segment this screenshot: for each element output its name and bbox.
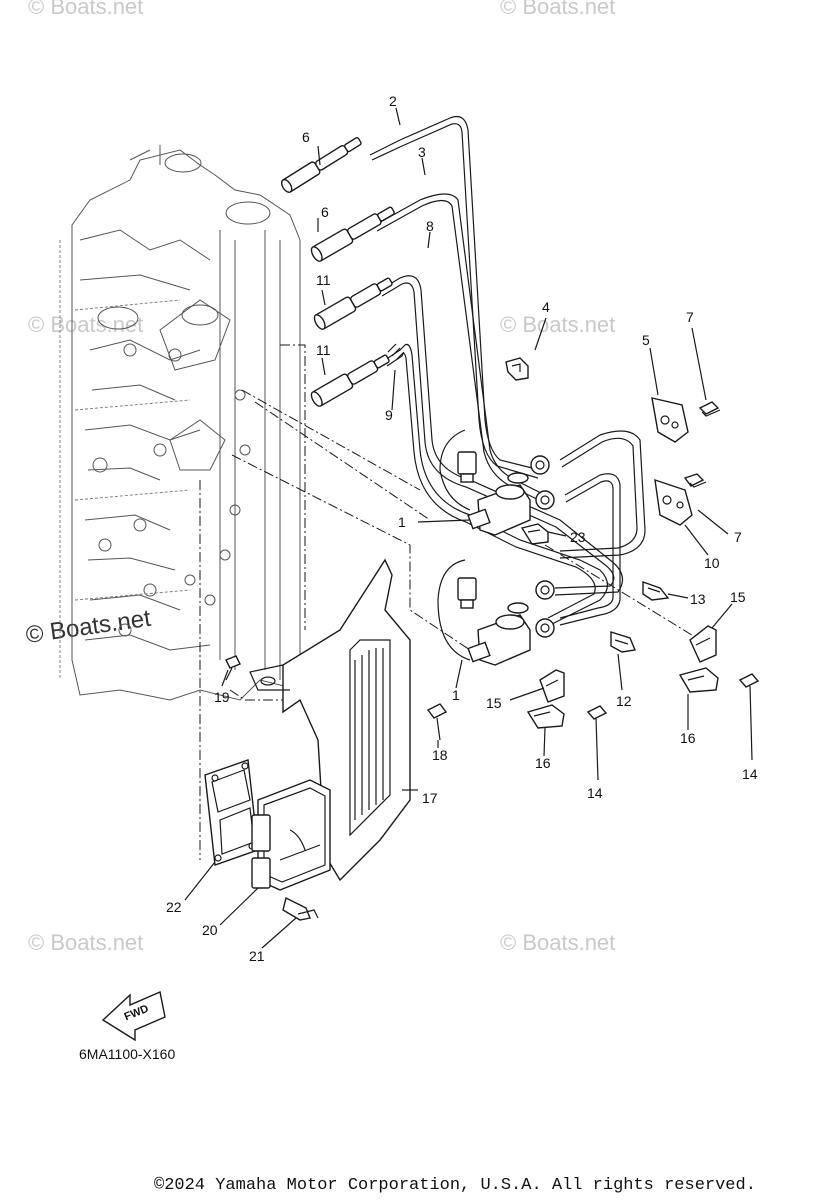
holder-23 bbox=[520, 523, 549, 545]
ecm-bracket-17 bbox=[249, 558, 411, 882]
callout-6: 6 bbox=[321, 204, 329, 220]
callout-18: 18 bbox=[432, 747, 448, 763]
callout-15: 15 bbox=[486, 695, 502, 711]
bracket-10 bbox=[654, 478, 693, 526]
watermark: © Boats.net bbox=[500, 312, 616, 337]
screw-14-left bbox=[586, 705, 608, 781]
callout-10: 10 bbox=[704, 555, 720, 571]
watermark: © Boats.net bbox=[28, 312, 144, 337]
callout-1: 1 bbox=[398, 514, 406, 530]
holder-15-right bbox=[689, 625, 717, 663]
callout-16: 16 bbox=[535, 755, 551, 771]
screw-18 bbox=[426, 703, 448, 741]
callout-8: 8 bbox=[426, 218, 434, 234]
bracket-5 bbox=[651, 397, 689, 443]
callout-11: 11 bbox=[316, 342, 331, 358]
watermark: © Boats.net bbox=[500, 930, 616, 955]
high-tension-cord-9 bbox=[384, 343, 609, 626]
callout-5: 5 bbox=[642, 332, 650, 348]
callout-6: 6 bbox=[302, 129, 310, 145]
callout-2: 2 bbox=[389, 93, 397, 109]
watermark: © Boats.net bbox=[500, 0, 616, 19]
holder-4 bbox=[505, 357, 529, 381]
bolt-21 bbox=[282, 896, 319, 921]
holder-15-left bbox=[539, 669, 565, 703]
plug-cap-11-lower bbox=[310, 354, 390, 407]
callout-23: 23 bbox=[570, 529, 586, 545]
copyright-notice: ©2024 Yamaha Motor Corporation, U.S.A. A… bbox=[154, 1176, 756, 1195]
callout-20: 20 bbox=[202, 922, 218, 938]
clamp-13 bbox=[642, 581, 670, 601]
callout-19: 19 bbox=[214, 689, 230, 705]
fwd-arrow-icon bbox=[101, 991, 166, 1042]
callout-17: 17 bbox=[422, 790, 438, 806]
high-tension-cord-2 bbox=[369, 115, 541, 479]
callout-7: 7 bbox=[686, 309, 694, 325]
ignition-coil-lower bbox=[437, 559, 555, 666]
callout-14: 14 bbox=[742, 766, 758, 782]
bolt-7-upper bbox=[698, 401, 721, 417]
ignition-coil-upper bbox=[439, 429, 555, 536]
watermark: © Boats.net bbox=[28, 930, 144, 955]
plug-cap-6-upper bbox=[280, 137, 362, 193]
callout-1: 1 bbox=[452, 687, 460, 703]
callout-15: 15 bbox=[730, 589, 746, 605]
holder-16-left bbox=[526, 704, 565, 729]
plug-cap-11-upper bbox=[313, 277, 393, 330]
screw-19 bbox=[225, 655, 241, 681]
callout-11: 11 bbox=[316, 272, 331, 288]
callout-3: 3 bbox=[418, 144, 426, 160]
callout-14: 14 bbox=[587, 785, 603, 801]
diagram-code: 6MA1100-X160 bbox=[79, 1046, 176, 1062]
ecm-20 bbox=[251, 779, 331, 891]
gasket-22 bbox=[204, 759, 259, 866]
clamp-12 bbox=[610, 631, 636, 653]
screw-14-right bbox=[738, 673, 760, 761]
callout-leaders bbox=[184, 107, 733, 949]
watermark: © Boats.net bbox=[28, 0, 144, 19]
callout-16: 16 bbox=[680, 730, 696, 746]
callout-12: 12 bbox=[616, 693, 632, 709]
callout-13: 13 bbox=[690, 591, 706, 607]
high-tension-cord-3 bbox=[374, 193, 546, 503]
high-tension-cord-8 bbox=[379, 275, 624, 596]
callout-7: 7 bbox=[734, 529, 742, 545]
holder-16-right bbox=[678, 667, 719, 693]
engine-block bbox=[59, 145, 301, 701]
callout-9: 9 bbox=[385, 407, 393, 423]
callout-21: 21 bbox=[249, 948, 265, 964]
callout-4: 4 bbox=[542, 299, 550, 315]
bolt-7-lower bbox=[683, 473, 707, 488]
callout-22: 22 bbox=[166, 899, 182, 915]
plug-cap-6-lower bbox=[310, 206, 395, 262]
